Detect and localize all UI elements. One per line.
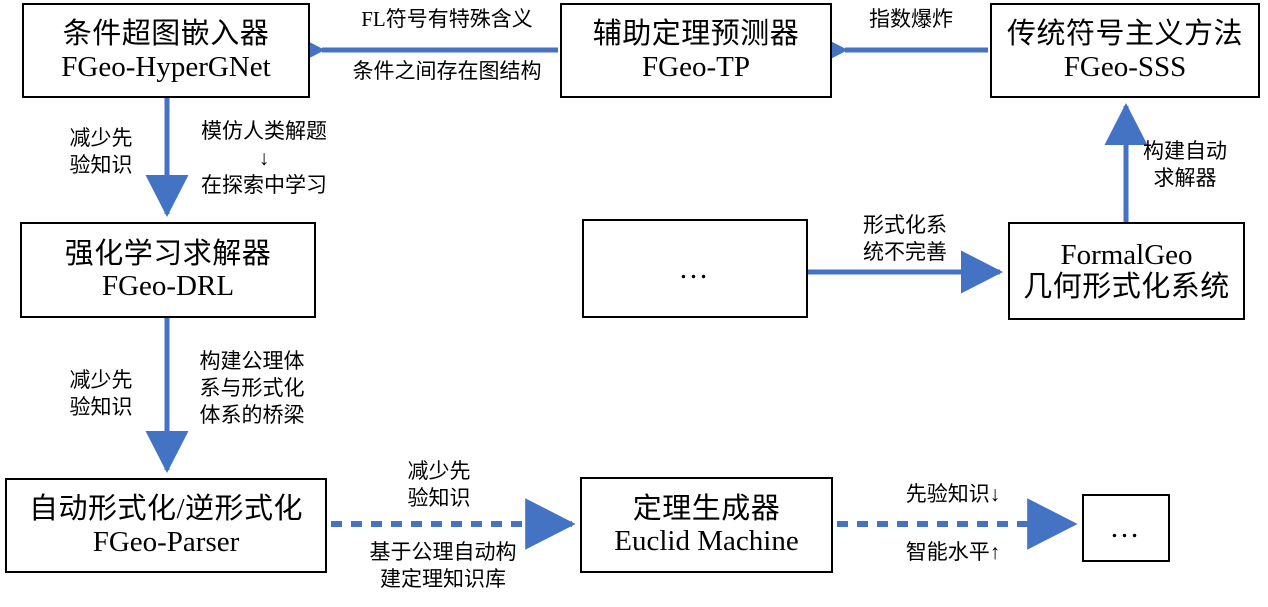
node-euclid-machine[interactable]: 定理生成器 Euclid Machine (580, 477, 833, 573)
edge-label-line: 统不完善 (863, 239, 947, 264)
node-fgeo-parser[interactable]: 自动形式化/逆形式化 FGeo-Parser (5, 478, 327, 573)
node-fgeo-sss[interactable]: 传统符号主义方法 FGeo-SSS (990, 3, 1260, 98)
node-drl-line1: 强化学习求解器 (64, 237, 272, 270)
edge-label-line: 验知识 (69, 394, 133, 419)
node-ellipsis-end[interactable]: … (1082, 494, 1170, 562)
edge-label-line: 在探索中学习 (201, 172, 327, 197)
edge-label-axiom-auto-build-kb: 基于公理自动构 建定理知识库 (368, 539, 518, 593)
edge-label-prior-knowledge-down: 先验知识↓ (890, 481, 1016, 508)
node-fgeo-hypergnet[interactable]: 条件超图嵌入器 FGeo-HyperGNet (22, 3, 310, 98)
node-formalgeo[interactable]: FormalGeo 几何形式化系统 (1008, 222, 1245, 320)
node-fgeo-drl[interactable]: 强化学习求解器 FGeo-DRL (20, 222, 316, 318)
node-tp-line1: 辅助定理预测器 (592, 18, 800, 51)
edge-label-line: 指数爆炸 (869, 7, 953, 31)
edge-label-graph-structure: 条件之间存在图结构 (341, 58, 553, 85)
edge-label-line: 减少先 (69, 368, 133, 392)
edge-label-imitate-human-solving: 模仿人类解题 ↓ 在探索中学习 (185, 118, 343, 199)
edge-label-line: 系与形式化 (199, 375, 305, 400)
edge-label-line: FL符号有特殊含义 (361, 7, 533, 31)
node-tp-line2: FGeo-TP (642, 50, 750, 83)
edge-label-line: 减少先 (69, 126, 133, 150)
edge-label-line: 构建自动 (1143, 139, 1227, 163)
node-hypergnet-line1: 条件超图嵌入器 (62, 18, 270, 51)
edge-label-formal-system-incomplete: 形式化系 统不完善 (852, 212, 958, 266)
node-sss-line2: FGeo-SSS (1063, 50, 1187, 83)
node-formalgeo-line1: FormalGeo (1060, 238, 1193, 271)
node-euclid-line2: Euclid Machine (614, 525, 799, 557)
node-drl-line2: FGeo-DRL (101, 270, 235, 302)
edge-label-line: 求解器 (1153, 165, 1217, 190)
edge-label-exponential-explosion: 指数爆炸 (855, 6, 967, 33)
node-parser-line2: FGeo-Parser (92, 525, 240, 558)
node-ellipsis-middle-label: … (678, 251, 712, 285)
edge-label-reduce-prior-knowledge-parser: 减少先 验知识 (400, 458, 478, 512)
edge-label-line: 构建公理体 (199, 349, 305, 373)
edge-label-line: 智能水平↑ (905, 540, 1001, 564)
edge-label-line: 条件之间存在图结构 (352, 59, 542, 83)
edge-label-line: 先验知识↓ (905, 482, 1001, 506)
edge-label-fl-symbol-meaning: FL符号有特殊含义 (341, 6, 553, 33)
edge-label-line: 基于公理自动构 (369, 540, 517, 564)
down-arrow-icon: ↓ (258, 145, 270, 170)
node-parser-line1: 自动形式化/逆形式化 (28, 493, 304, 526)
edge-label-line: 验知识 (407, 485, 471, 510)
edge-label-line: 建定理知识库 (380, 566, 506, 591)
edge-label-line: 形式化系 (863, 213, 947, 237)
node-ellipsis-middle[interactable]: … (582, 219, 808, 318)
edge-label-intelligence-up: 智能水平↑ (890, 539, 1016, 566)
edge-label-line: 验知识 (69, 152, 133, 177)
node-formalgeo-line2: 几何形式化系统 (1023, 271, 1230, 303)
node-hypergnet-line2: FGeo-HyperGNet (61, 50, 271, 83)
edge-label-reduce-prior-knowledge-top: 减少先 验知识 (62, 125, 140, 179)
edge-label-axiom-bridge: 构建公理体 系与形式化 体系的桥梁 (185, 348, 319, 429)
edge-label-line: 模仿人类解题 (201, 119, 327, 143)
edge-label-reduce-prior-knowledge-bottom: 减少先 验知识 (62, 367, 140, 421)
edge-label-line: 体系的桥梁 (199, 402, 305, 427)
node-sss-line1: 传统符号主义方法 (1006, 18, 1243, 51)
node-fgeo-tp[interactable]: 辅助定理预测器 FGeo-TP (560, 3, 832, 98)
edge-label-build-auto-solver: 构建自动 求解器 (1133, 138, 1237, 192)
node-euclid-line1: 定理生成器 (632, 492, 781, 525)
edge-label-line: 减少先 (407, 459, 471, 483)
node-ellipsis-end-label: … (1109, 511, 1143, 544)
